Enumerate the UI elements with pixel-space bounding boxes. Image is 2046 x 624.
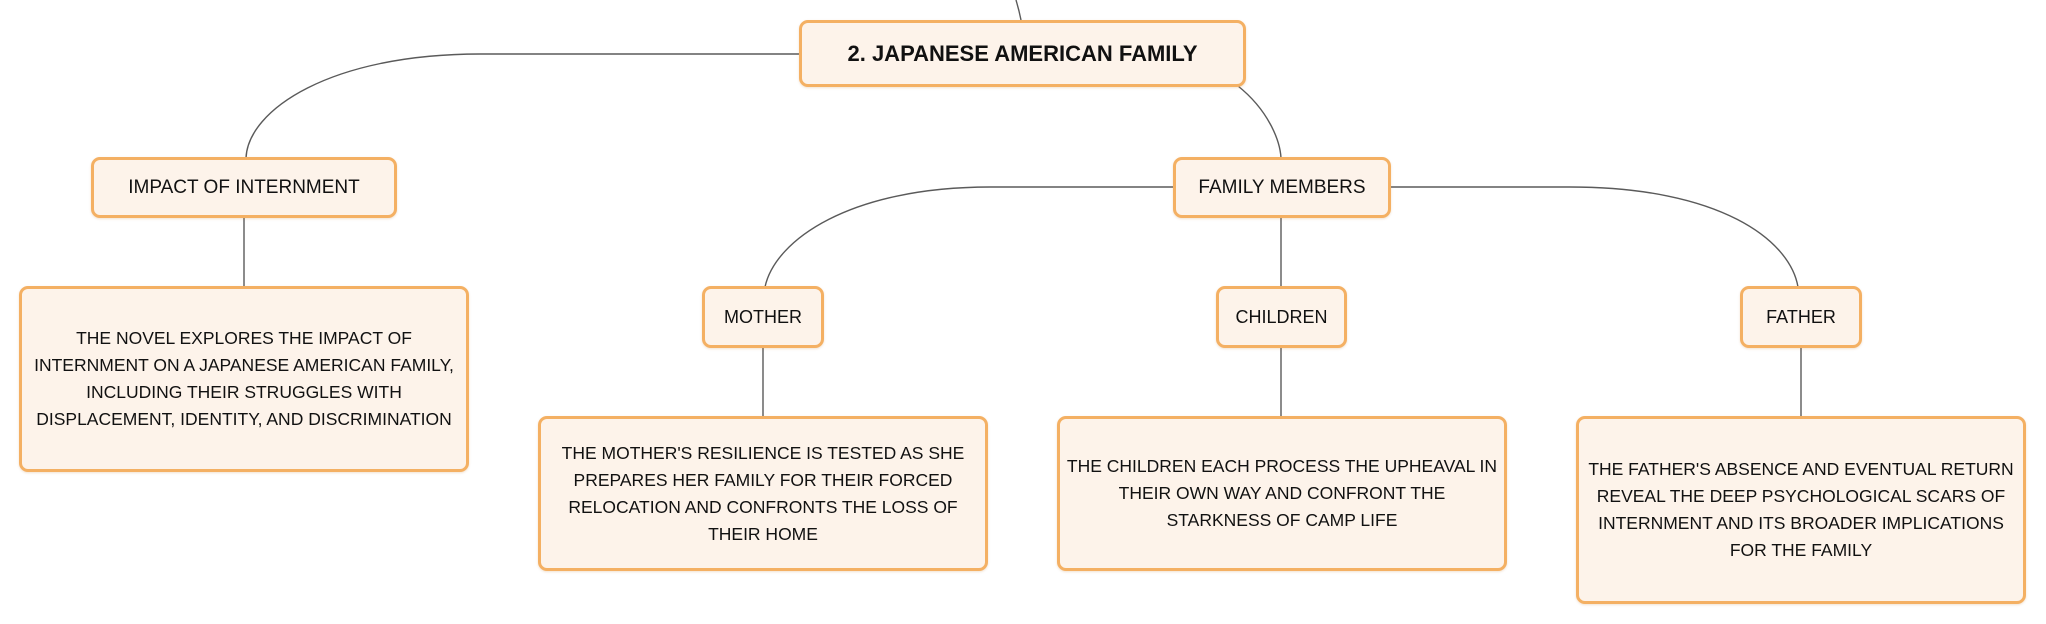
connector-family-to-father <box>1390 186 1799 288</box>
description-text: THE CHILDREN EACH PROCESS THE UPHEAVAL I… <box>1066 456 1498 530</box>
topic-node-impact-of-internment[interactable]: IMPACT OF INTERNMENT <box>91 157 397 218</box>
connector-family-to-mother <box>764 186 1174 288</box>
root-node[interactable]: 2. JAPANESE AMERICAN FAMILY <box>799 20 1246 87</box>
description-node-children[interactable]: THE CHILDREN EACH PROCESS THE UPHEAVAL I… <box>1057 416 1507 571</box>
description-node-father[interactable]: THE FATHER'S ABSENCE AND EVENTUAL RETURN… <box>1576 416 2026 604</box>
connector-parent-to-root <box>1015 0 1022 21</box>
connector-root-to-impact <box>245 53 800 159</box>
description-text: THE MOTHER'S RESILIENCE IS TESTED AS SHE… <box>561 442 965 544</box>
topic-node-family-members[interactable]: FAMILY MEMBERS <box>1173 157 1391 218</box>
connector-root-to-family <box>1237 85 1282 159</box>
member-node-label: FATHER <box>1766 306 1836 327</box>
member-node-children[interactable]: CHILDREN <box>1216 286 1347 348</box>
topic-node-label: FAMILY MEMBERS <box>1198 176 1366 198</box>
topic-node-label: IMPACT OF INTERNMENT <box>128 176 360 198</box>
root-node-label: 2. JAPANESE AMERICAN FAMILY <box>847 40 1198 66</box>
description-node-mother[interactable]: THE MOTHER'S RESILIENCE IS TESTED AS SHE… <box>538 416 988 571</box>
member-node-label: MOTHER <box>724 306 802 327</box>
description-text: THE FATHER'S ABSENCE AND EVENTUAL RETURN… <box>1588 459 2014 560</box>
member-node-father[interactable]: FATHER <box>1740 286 1862 348</box>
description-text: THE NOVEL EXPLORES THE IMPACT OF INTERNM… <box>34 328 454 429</box>
member-node-mother[interactable]: MOTHER <box>702 286 824 348</box>
description-node-impact[interactable]: THE NOVEL EXPLORES THE IMPACT OF INTERNM… <box>19 286 469 472</box>
member-node-label: CHILDREN <box>1235 306 1328 327</box>
